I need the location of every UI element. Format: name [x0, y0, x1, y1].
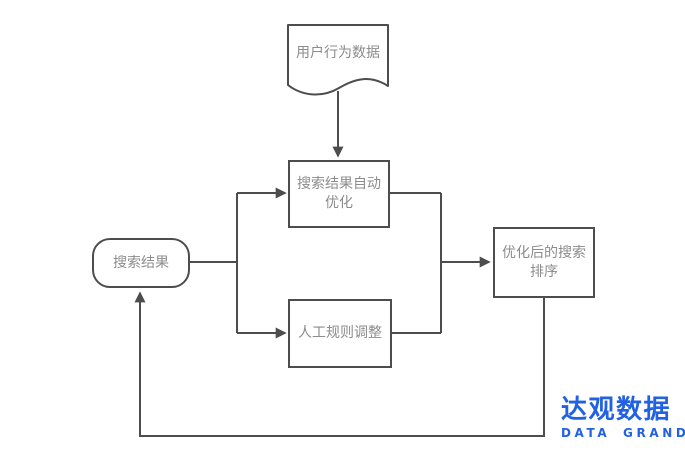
node-user-behavior-data: 用户行为数据	[288, 28, 388, 76]
node-label-line2: 排序	[530, 263, 558, 280]
connector-feedback-loop	[134, 291, 545, 437]
document-shape	[287, 24, 389, 96]
node-auto-optimize: 搜索结果自动 优化	[288, 160, 390, 228]
logo-english-name: DATA GRAND	[561, 426, 685, 440]
node-label-line2: 优化	[325, 195, 353, 211]
node-label-line1: 搜索结果自动	[297, 176, 381, 192]
node-optimized-ranking: 优化后的搜索 排序	[493, 227, 595, 298]
node-manual-rules: 人工规则调整	[288, 299, 392, 368]
datagrand-logo: 达观数据 DATA GRAND	[561, 397, 685, 439]
node-label: 搜索结果	[113, 254, 169, 271]
node-label: 人工规则调整	[298, 325, 382, 341]
node-label: 用户行为数据	[296, 45, 380, 61]
logo-chinese-name: 达观数据	[561, 395, 672, 425]
node-search-result: 搜索结果	[92, 238, 190, 288]
node-label-line1: 优化后的搜索	[502, 244, 586, 261]
